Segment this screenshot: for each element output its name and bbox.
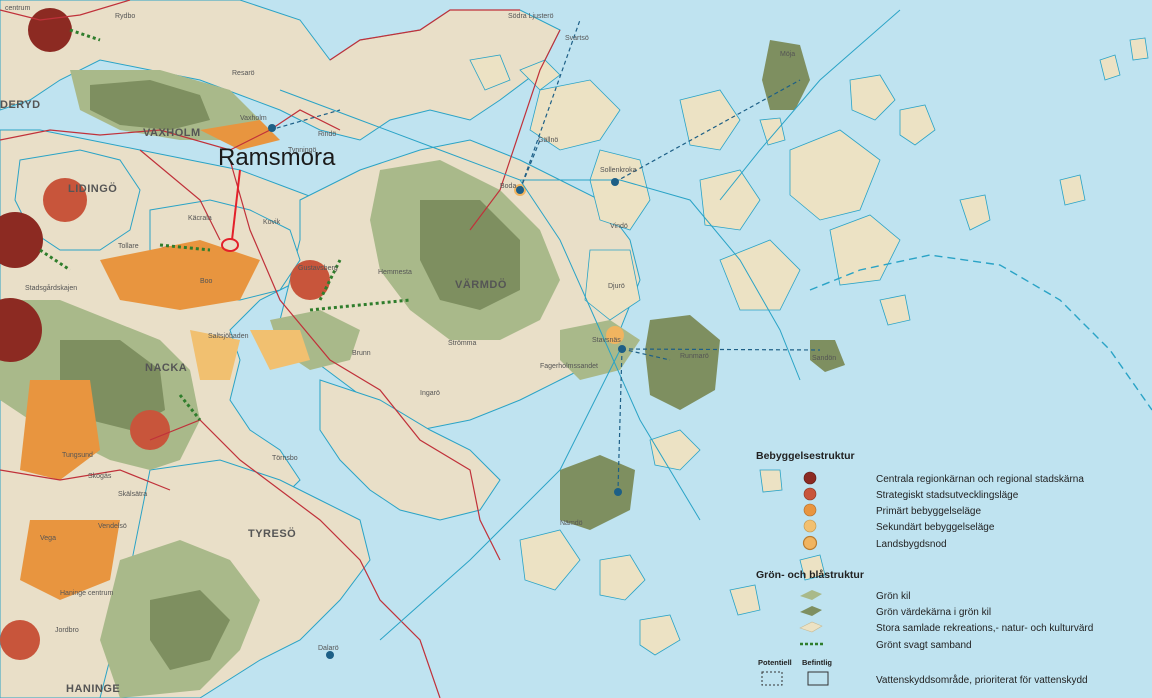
legend-item-weak-link: Grönt svagt samband	[876, 640, 972, 651]
legend-befintlig: Befintlig	[802, 658, 832, 667]
place-vaxholm: Vaxholm	[240, 115, 267, 122]
place-boda: Boda	[500, 183, 516, 190]
place-saltsjobaden: Saltsjöbaden	[208, 333, 249, 340]
legend-item-core: Centrala regionkärnan och regional stads…	[876, 474, 1084, 485]
place-jordbro: Jordbro	[55, 627, 79, 634]
legend-potentiell: Potentiell	[758, 658, 792, 667]
green-weak-links	[39, 28, 411, 421]
place-sandon: Sandön	[812, 355, 836, 362]
place-tynningo: Tynningö	[288, 147, 317, 154]
legend-swatch-befintlig	[807, 671, 829, 686]
place-vega: Vega	[40, 535, 56, 542]
place-skogas: Skogås	[88, 472, 112, 480]
place-moja: Möja	[780, 51, 795, 58]
place-boo: Boo	[200, 278, 213, 285]
ferry-routes	[269, 19, 821, 491]
place-resaro: Resarö	[232, 70, 255, 77]
label-haninge: HANINGE	[66, 683, 120, 695]
place-gallno: Gällnö	[538, 137, 558, 144]
place-runmaro: Runmarö	[680, 353, 709, 360]
legend-swatch-potentiell	[761, 671, 783, 686]
legend-item-recreation: Stora samlade rekreations,- natur- och k…	[876, 623, 1093, 634]
ferry-nodes[interactable]	[268, 124, 626, 659]
place-stromma: Strömma	[448, 340, 477, 347]
legend-swatch-green-wedge	[800, 590, 822, 600]
place-vindo: Vindö	[610, 223, 628, 230]
label-tyreso: TYRESÖ	[248, 527, 296, 540]
shipping-lanes	[279, 9, 901, 641]
archipelago-islands	[469, 37, 1149, 656]
legend-heading-green: Grön- och blåstruktur	[756, 569, 864, 581]
ramsmora-pointer	[231, 169, 241, 241]
label-lidingo: LIDINGÖ	[68, 182, 117, 195]
label-vaxholm: VAXHOLM	[143, 127, 201, 139]
legend-swatch-core	[803, 471, 817, 485]
legend-swatch-node	[802, 535, 818, 551]
legend-item-strategic: Strategiskt stadsutvecklingsläge	[876, 490, 1019, 501]
legend-item-secondary: Sekundärt bebyggelseläge	[876, 522, 995, 533]
place-djuro: Djurö	[608, 283, 625, 290]
legend-swatch-green-core	[800, 606, 822, 616]
place-stavsnas: Stavsnäs	[592, 337, 621, 344]
place-rindo: Rindö	[318, 131, 336, 138]
legend-item-water: Vattenskyddsområde, prioriterat för vatt…	[876, 674, 1088, 686]
place-labels: centrum Rydbo Resarö Vaxholm Rindö Tynni…	[5, 5, 836, 652]
legend-swatch-primary	[803, 503, 817, 517]
place-tungsund: Tungsund	[62, 452, 93, 459]
place-brunn: Brunn	[352, 350, 371, 357]
label-nacka: NACKA	[145, 362, 187, 374]
place-rydbo: Rydbo	[115, 13, 135, 20]
outer-dashed-boundary	[809, 254, 1152, 411]
place-stadsgarden: Stadsgårdskajen	[25, 284, 77, 292]
place-ingaro: Ingarö	[420, 390, 440, 397]
legend-heading-settlement: Bebyggelsestruktur	[756, 450, 855, 462]
place-namdo: Nämdö	[560, 520, 583, 527]
ramsmora-marker[interactable]	[221, 238, 239, 252]
place-dalaro: Dalarö	[318, 645, 339, 652]
legend-swatch-recreation	[799, 621, 823, 633]
ramsmora-title: Ramsmora	[218, 144, 336, 171]
urban-areas	[0, 8, 624, 660]
place-fagerholm: Fagerholmssandet	[540, 363, 598, 370]
legend-item-green-wedge: Grön kil	[876, 591, 910, 602]
legend-swatch-strategic	[803, 487, 817, 501]
place-haninge-c: Haninge centrum	[60, 590, 113, 597]
place-sodra-ljustero: Södra Ljusterö	[508, 13, 554, 20]
place-gustavsberg: Gustavsberg	[298, 265, 338, 272]
place-kovik: Kovik	[263, 219, 281, 226]
label-deryd: DERYD	[0, 99, 41, 111]
place-hemmesta: Hemmesta	[378, 269, 412, 276]
place-svartso: Svartsö	[565, 35, 589, 42]
green-cores	[60, 40, 845, 670]
label-varmdo: VÄRMDÖ	[455, 278, 507, 291]
legend-item-node: Landsbygdsnod	[876, 539, 947, 550]
place-vendelso: Vendelsö	[98, 523, 127, 530]
place-tollare: Tollare	[118, 243, 139, 250]
municipal-borders	[0, 0, 561, 698]
place-skalsatra: Skälsätra	[118, 491, 147, 498]
legend-swatch-secondary	[803, 519, 817, 533]
legend-item-green-core: Grön värdekärna i grön kil	[876, 607, 991, 618]
place-centrum: centrum	[5, 5, 30, 12]
place-kacrala: Käcrala	[188, 215, 212, 222]
place-sollenkroka: Sollenkroka	[600, 167, 637, 174]
legend: Bebyggelsestruktur Centrala regionkärnan…	[756, 450, 1093, 686]
legend-item-primary: Primärt bebyggelseläge	[876, 506, 981, 517]
place-tornsbo: Törnsbo	[272, 455, 298, 462]
